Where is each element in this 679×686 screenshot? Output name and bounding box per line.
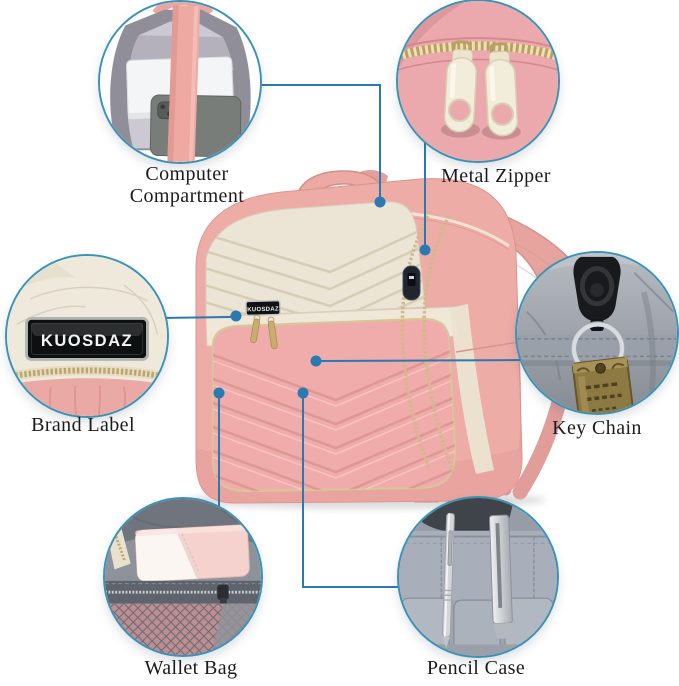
connector-computer-compartment [258,84,381,198]
callout-label-wallet-bag: Wallet Bag [144,657,238,679]
dot-wallet-bag [213,387,225,399]
callout-label-pencil-case: Pencil Case [426,657,526,679]
key-chain-photo [515,251,679,415]
pen-flat [489,514,513,639]
metal-zipper-photo [396,0,560,163]
computer-compartment-photo [98,0,262,164]
bag-brand-badge-text: KUOSDAZ [247,307,279,314]
pocket-zipper-pulls [250,314,278,350]
dot-key-chain [310,355,322,367]
connector-brand-label [159,316,232,319]
clip-buckle [573,256,621,332]
brand-label-photo: KUOSDAZ [5,254,169,418]
dot-computer-compartment [374,196,386,208]
connector-key-chain [320,359,523,362]
brand-badge-text: KUOSDAZ [41,331,133,350]
connector-pencil-case [302,398,399,588]
brass-tag [571,356,635,413]
wallet-bag-photo [103,497,263,657]
dot-metal-zipper [419,244,431,256]
dot-pencil-case [297,387,309,399]
brand-badge: KUOSDAZ [25,316,149,361]
usb-port [402,265,421,301]
pen-round [442,512,455,649]
callout-label-metal-zipper: Metal Zipper [441,165,551,187]
pencil-case-photo [397,496,559,658]
zipper-pull-left [443,40,477,133]
callout-label-brand-label: Brand Label [31,414,135,436]
wallet [135,524,250,582]
bag-brand-badge: KUOSDAZ [245,299,281,317]
callout-label-key-chain: Key Chain [552,417,642,439]
compartment-strap [167,5,201,162]
zipper-pull-right [484,42,519,137]
dot-brand-label [230,310,242,322]
callout-label-computer-compartment: Computer Compartment [129,163,245,207]
